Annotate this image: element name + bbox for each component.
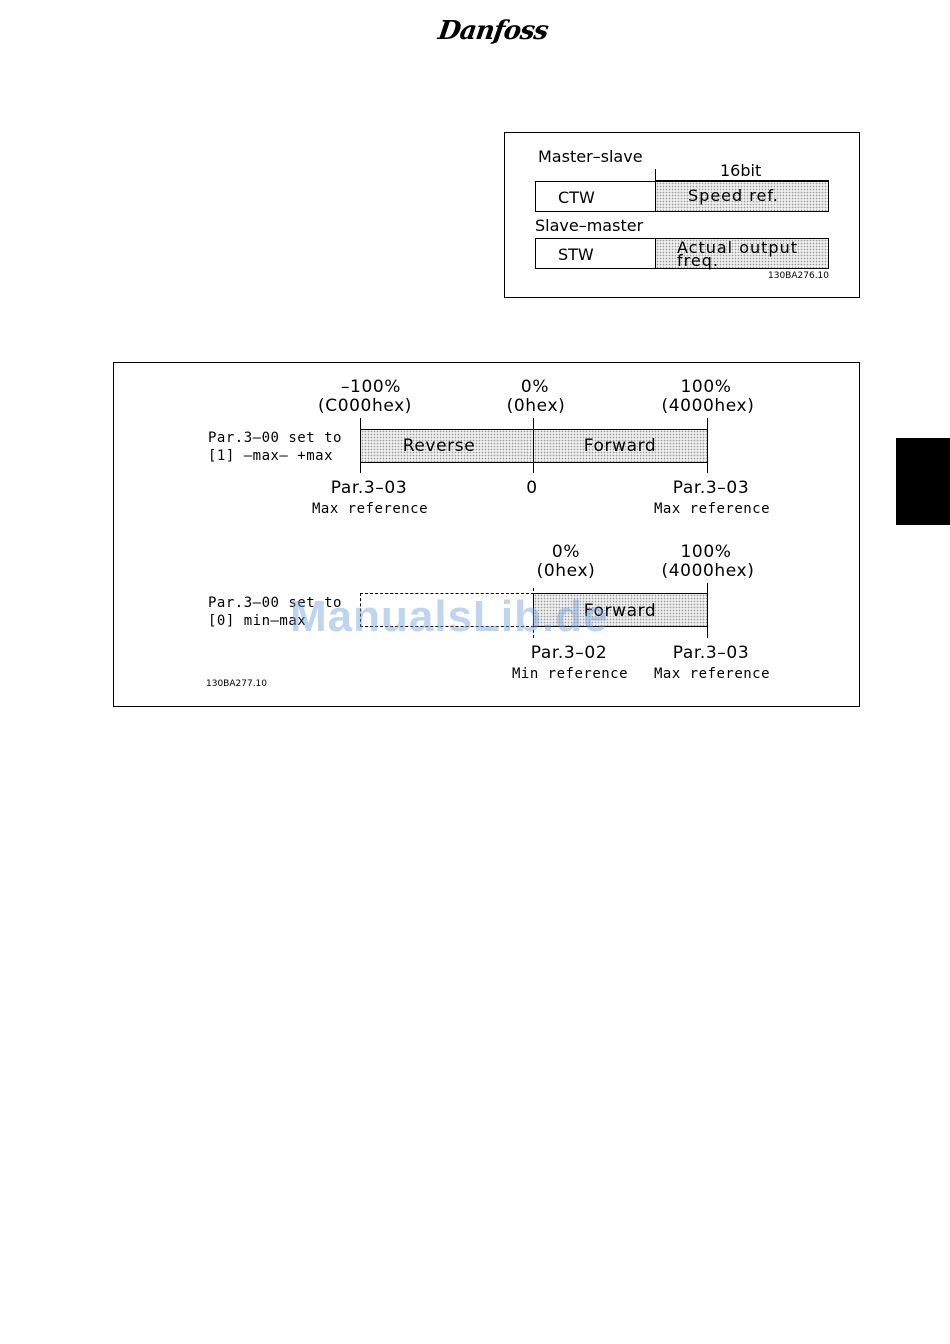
pos-100-percent-label-top: 100% <box>680 377 732 397</box>
reverse-range-bar: Reverse <box>360 429 534 463</box>
setting-bipolar-line1: Par.3–00 set to <box>208 430 342 446</box>
figure-id: 130BA276.10 <box>768 271 830 281</box>
par-3-02-label: Par.3–02 <box>530 643 608 663</box>
slave-master-label: Slave–master <box>535 216 644 235</box>
ctw-label: CTW <box>558 188 595 207</box>
setting-bipolar-line2: [1] –max– +max <box>208 448 334 464</box>
figure-id-2: 130BA277.10 <box>206 679 268 689</box>
speed-ref-label: Speed ref. <box>688 186 779 205</box>
bit-size-label: 16bit <box>720 161 762 180</box>
figure-telegram-structure: Master–slave 16bit CTW Speed ref. Slave–… <box>504 132 860 298</box>
c000hex-label: (C000hex) <box>318 396 412 416</box>
par-3-03-right-label-bottom: Par.3–03 <box>672 643 750 663</box>
bit-bracket-top <box>655 180 828 181</box>
zero-hex-label-bottom: (0hex) <box>536 561 596 581</box>
4000hex-label-bottom: (4000hex) <box>661 561 755 581</box>
forward-label-bottom: Forward <box>583 601 657 621</box>
danfoss-logo: Danfoss <box>436 16 550 46</box>
stw-cell: STW <box>535 238 656 269</box>
actual-output-label-line1: Actual output <box>677 238 798 257</box>
reverse-label: Reverse <box>402 436 476 456</box>
par-3-03-right-label-top: Par.3–03 <box>672 478 750 498</box>
pos-100-percent-label-bottom: 100% <box>680 542 732 562</box>
master-slave-label: Master–slave <box>538 147 643 166</box>
forward-range-bar-bottom: Forward <box>533 593 708 627</box>
watermark: ManualsLib.de <box>290 592 609 641</box>
chapter-tab-marker <box>896 438 950 525</box>
zero-percent-label-top: 0% <box>520 377 550 397</box>
stw-label: STW <box>558 245 594 264</box>
max-reference-right-label-top: Max reference <box>653 501 771 517</box>
speed-ref-cell: Speed ref. <box>655 181 829 212</box>
max-reference-right-label-bottom: Max reference <box>653 666 771 682</box>
min-reference-label: Min reference <box>511 666 629 682</box>
bit-bracket-left <box>655 169 656 180</box>
par-3-03-left-label: Par.3–03 <box>330 478 408 498</box>
actual-output-cell: Actual output freq. <box>655 238 829 269</box>
4000hex-label-top: (4000hex) <box>661 396 755 416</box>
forward-label-top: Forward <box>583 436 657 456</box>
forward-range-bar-top: Forward <box>533 429 708 463</box>
zero-percent-label-bottom: 0% <box>551 542 581 562</box>
ctw-cell: CTW <box>535 181 656 212</box>
figure-reference-scaling: –100% (C000hex) 0% (0hex) 100% (4000hex)… <box>113 362 860 707</box>
unused-range-dashed-box <box>360 593 534 627</box>
neg-100-percent-label: –100% <box>340 377 402 397</box>
zero-axis-label: 0 <box>526 478 538 498</box>
actual-output-label-line2: freq. <box>677 251 719 270</box>
zero-hex-label-top: (0hex) <box>506 396 566 416</box>
setting-unipolar-line1: Par.3–00 set to <box>208 595 342 611</box>
setting-unipolar-line2: [0] min–max <box>208 613 307 629</box>
max-reference-left-label: Max reference <box>311 501 429 517</box>
